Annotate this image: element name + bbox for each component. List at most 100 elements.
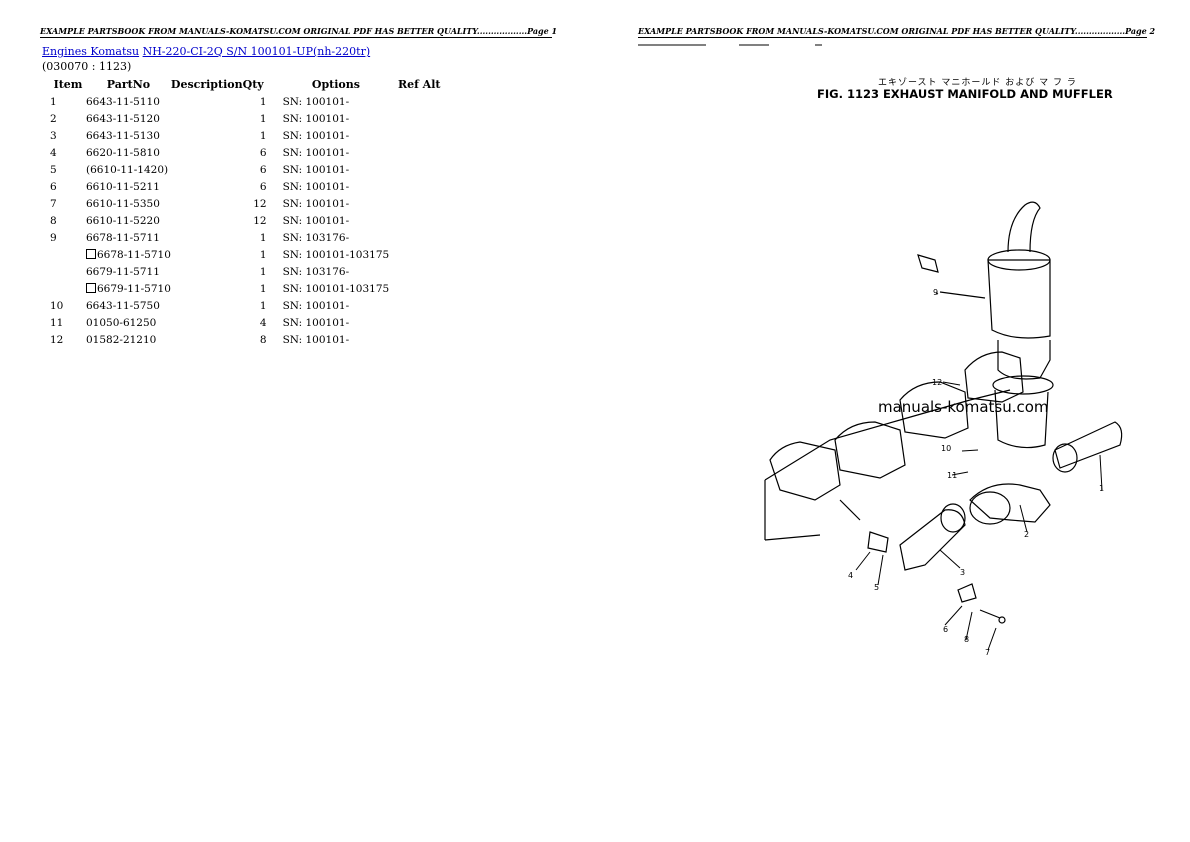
part-number: 6610-11-5220 [86,214,160,227]
cell-item: 9 [50,231,57,244]
cell-item: 10 [50,299,64,312]
cell-options: SN: 100101- [282,316,350,329]
col-header-description: Description [170,78,243,91]
cell-options: SN: 100101- [282,146,350,159]
col-header-partno: PartNo [106,78,151,91]
cell-partno: 01050-61250 [86,314,171,331]
callout-7: 7 [985,648,990,657]
cell-options: SN: 103176- [282,231,350,244]
figure-title: FIG. 1123 EXHAUST MANIFOLD AND MUFFLER [817,87,1113,101]
callout-6: 6 [943,625,948,634]
cell-partno: 01582-21210 [86,331,171,348]
table-row: 3 6643-11-5130 1 SN: 100101- [42,127,449,144]
callout-11: 11 [947,471,957,480]
part-number: 6678-11-5710 [97,248,171,261]
part-number: 01050-61250 [86,316,157,329]
callout-10: 10 [941,444,951,453]
cell-partno: (6610-11-1420) [86,161,171,178]
cell-item: 2 [50,112,57,125]
part-number: 6610-11-5350 [86,197,160,210]
cell-item: 6 [50,180,57,193]
cell-qty: 6 [259,163,267,176]
cell-options: SN: 100101- [282,112,350,125]
cell-options: SN: 100101- [282,163,350,176]
cell-options: SN: 100101- [282,129,350,142]
callout-12: 12 [932,378,942,387]
part-number: 6679-11-5711 [86,265,160,278]
col-header-item: Item [53,78,83,91]
part-number: 6610-11-5211 [86,180,160,193]
table-row: 6679-11-5710 1 SN: 100101-103175 [42,280,449,297]
table-row: 6679-11-5711 1 SN: 103176- [42,263,449,280]
table-row: 2 6643-11-5120 1 SN: 100101- [42,110,449,127]
cell-options: SN: 100101- [282,299,350,312]
part-number: 6679-11-5710 [97,282,171,295]
breadcrumb-link-model[interactable]: NH-220-CI-2Q S/N 100101-UP(nh-220tr) [142,45,371,58]
cell-options: SN: 100101- [282,333,350,346]
callout-1: 1 [1099,484,1104,493]
reference-code: (030070 : 1123) [42,60,132,73]
table-header-row: Item PartNo Description Qty Options Ref … [42,76,449,93]
cell-item: 1 [50,95,57,108]
cell-qty: 1 [259,112,267,125]
cell-options: SN: 103176- [282,265,350,278]
header-rule-marks [638,44,822,46]
part-number: 6620-11-5810 [86,146,160,159]
cell-qty: 6 [259,180,267,193]
cell-partno: 6610-11-5211 [86,178,171,195]
cell-options: SN: 100101-103175 [282,282,390,295]
cell-qty: 1 [259,95,267,108]
callout-8: 8 [964,635,969,644]
cell-qty: 1 [259,282,267,295]
cell-partno: 6620-11-5810 [86,144,171,161]
breadcrumb-link-engines[interactable]: Engines Komatsu [42,45,140,58]
cell-item: 7 [50,197,57,210]
part-number: 6678-11-5711 [86,231,160,244]
table-row: 7 6610-11-5350 12 SN: 100101- [42,195,449,212]
cell-qty: 1 [259,248,267,261]
cell-options: SN: 100101- [282,95,350,108]
cell-partno: 6678-11-5711 [86,229,171,246]
cell-partno: 6643-11-5110 [86,93,171,110]
cell-qty: 12 [253,197,267,210]
part-number: (6610-11-1420) [86,163,169,176]
cell-options: SN: 100101- [282,197,350,210]
cell-options: SN: 100101-103175 [282,248,390,261]
cell-partno: 6610-11-5350 [86,195,171,212]
cell-qty: 1 [259,231,267,244]
cell-qty: 6 [259,146,267,159]
table-row: 4 6620-11-5810 6 SN: 100101- [42,144,449,161]
cell-partno: 6610-11-5220 [86,212,171,229]
cell-item: 11 [50,316,64,329]
cell-qty: 1 [259,129,267,142]
breadcrumb: Engines Komatsu NH-220-CI-2Q S/N 100101-… [42,45,370,58]
alternate-checkbox-icon [86,248,96,259]
part-number: 6643-11-5120 [86,112,160,125]
cell-item: 8 [50,214,57,227]
callout-4: 4 [848,571,853,580]
cell-item: 12 [50,333,64,346]
cell-qty: 1 [259,265,267,278]
cell-item: 4 [50,146,57,159]
callout-9: 9 [933,288,938,297]
col-header-ref-alt: Ref Alt [397,78,441,91]
cell-partno: 6643-11-5130 [86,127,171,144]
cell-item: 3 [50,129,57,142]
part-number: 6643-11-5130 [86,129,160,142]
cell-partno: 6679-11-5710 [86,280,171,297]
col-header-options: Options [311,78,360,91]
part-number: 6643-11-5750 [86,299,160,312]
table-row: 9 6678-11-5711 1 SN: 103176- [42,229,449,246]
cell-partno: 6678-11-5710 [86,246,171,263]
cell-partno: 6643-11-5750 [86,297,171,314]
table-row: 1 6643-11-5110 1 SN: 100101- [42,93,449,110]
col-header-qty: Qty [242,78,264,91]
page-header-right: EXAMPLE PARTSBOOK FROM MANUALS-KOMATSU.C… [638,26,1156,38]
